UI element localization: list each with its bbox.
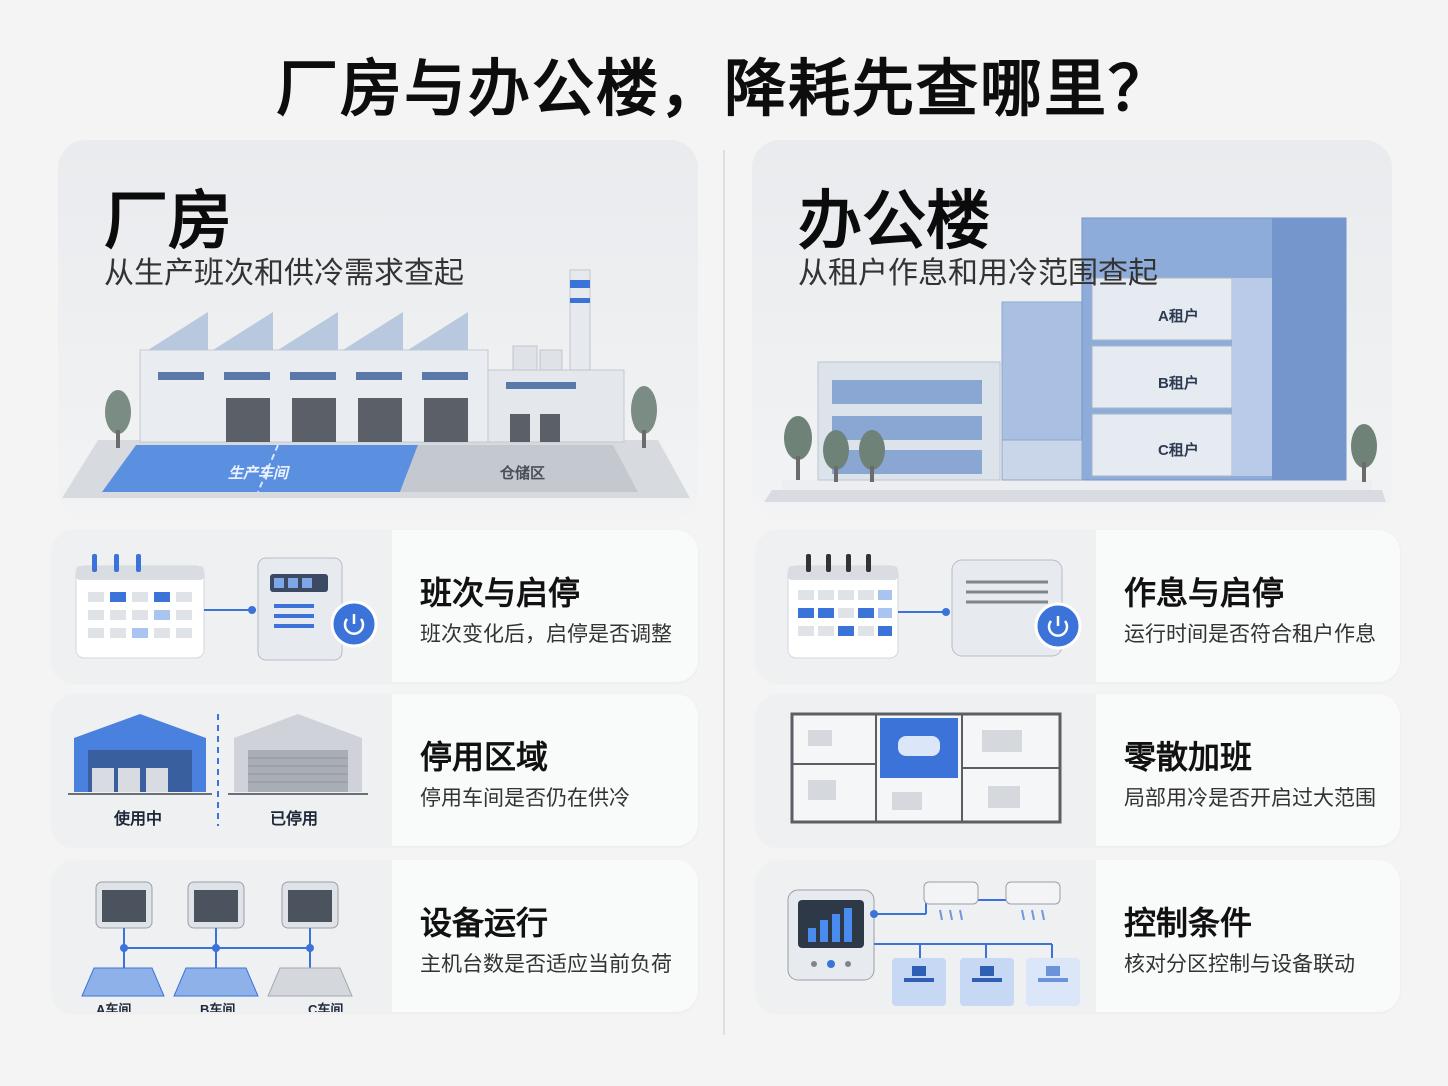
- office-card-control: 控制条件 核对分区控制与设备联动: [756, 860, 1400, 1012]
- office-subtitle: 从租户作息和用冷范围查起: [798, 256, 1158, 291]
- factory-card-title: 停用区域: [420, 738, 549, 776]
- office-card-desc: 核对分区控制与设备联动: [1124, 952, 1355, 976]
- workshop-a-label: A车间: [96, 1002, 131, 1012]
- tenant-b-label: B租户: [1158, 374, 1199, 392]
- office-card-desc: 局部用冷是否开启过大范围: [1124, 786, 1376, 810]
- factory-card-desc: 班次变化后，启停是否调整: [420, 622, 672, 646]
- zone-storage-label: 仓储区: [499, 464, 545, 482]
- office-card-title: 作息与启停: [1124, 574, 1285, 612]
- factory-card-desc: 停用车间是否仍在供冷: [420, 786, 630, 810]
- floorplan-icon: [790, 712, 1062, 824]
- office-card-schedule: 作息与启停 运行时间是否符合租户作息: [756, 530, 1400, 682]
- active-label: 使用中: [113, 809, 162, 828]
- warehouse-status-icon: 使用中 已停用: [68, 714, 368, 828]
- factory-illustration: 生产车间 仓储区: [62, 269, 690, 498]
- calendar-control-icon: [75, 554, 378, 661]
- calendar-ac-icon: [787, 554, 1082, 659]
- office-card-title: 零散加班: [1124, 738, 1253, 776]
- zone-production-label: 生产车间: [228, 464, 291, 482]
- factory-card-desc: 主机台数是否适应当前负荷: [420, 952, 672, 976]
- office-illustration: A租户 B租户 C租户: [764, 217, 1386, 502]
- factory-card-title: 设备运行: [420, 904, 549, 942]
- office-hero: A租户 B租户 C租户 办公楼 从租户作息和用冷范围查起: [752, 140, 1392, 520]
- workshop-c-label: C车间: [308, 1002, 343, 1012]
- tenant-c-label: C租户: [1158, 441, 1199, 459]
- office-card-title: 控制条件: [1124, 904, 1253, 942]
- center-divider: [723, 150, 725, 1035]
- tenant-a-label: A租户: [1158, 307, 1199, 325]
- factory-card-idle-zone: 使用中 已停用 停用区域 停用车间是否仍在供冷: [52, 694, 698, 846]
- office-heading: 办公楼: [798, 185, 990, 259]
- factory-subtitle: 从生产班次和供冷需求查起: [104, 256, 464, 291]
- factory-card-equipment: A车间 B车间 C车间 设备运行 主机台数是否适应当前负荷: [52, 860, 698, 1012]
- office-card-desc: 运行时间是否符合租户作息: [1124, 622, 1376, 646]
- office-card-overtime: 零散加班 局部用冷是否开启过大范围: [756, 694, 1400, 846]
- controller-zones-icon: [787, 881, 1080, 1006]
- stopped-label: 已停用: [270, 809, 318, 828]
- factory-card-shift: 班次与启停 班次变化后，启停是否调整: [52, 530, 698, 682]
- factory-hero: 生产车间 仓储区 厂房 从生产班次和供冷需求查起: [58, 140, 698, 520]
- factory-heading: 厂房: [104, 185, 232, 259]
- factory-card-title: 班次与启停: [420, 574, 581, 612]
- workshop-b-label: B车间: [200, 1002, 235, 1012]
- chiller-network-icon: A车间 B车间 C车间: [81, 881, 353, 1012]
- page-title: 厂房与办公楼，降耗先查哪里？: [275, 52, 1172, 125]
